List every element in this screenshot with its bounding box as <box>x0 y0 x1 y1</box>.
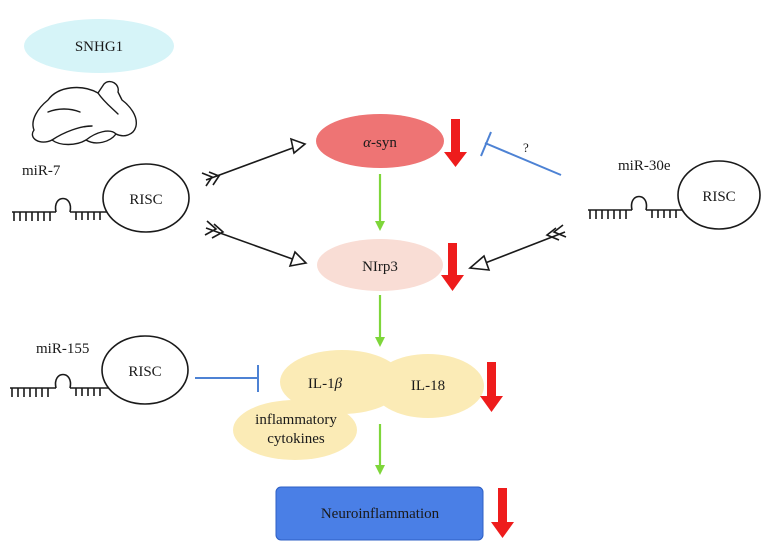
hand-icon <box>31 80 137 146</box>
mir30e-label: miR-30e <box>618 158 671 174</box>
cytokines-down-arrow <box>480 362 503 412</box>
unknown-inhibition-line <box>480 131 562 176</box>
il1b-node <box>280 350 404 414</box>
mir7-risc-label: RISC <box>129 192 162 208</box>
nlrp3-down-arrow <box>441 243 464 291</box>
il1b-label: IL-1β <box>308 376 343 392</box>
mir30e-risc <box>677 160 761 230</box>
mir7-complex: miR-7 RISC <box>12 163 190 233</box>
nlrp3-node: NIrp3 <box>317 239 443 291</box>
mir155-risc-label: RISC <box>128 364 161 380</box>
alpha-syn-node: α-syn <box>316 114 444 168</box>
neuroinflammation-label: Neuroinflammation <box>321 506 440 522</box>
inflammatory-cytokines-node <box>233 400 357 460</box>
mir7-label: miR-7 <box>22 163 61 179</box>
mir155-complex: miR-155 RISC <box>10 335 189 405</box>
il18-node <box>372 354 484 418</box>
neuroinflammation-node: Neuroinflammation <box>275 486 484 541</box>
mir30e-complex: miR-30e RISC <box>588 158 761 230</box>
inflammatory-cytokines-label-2: cytokines <box>267 431 325 447</box>
snhg1-node: SNHG1 <box>24 19 174 73</box>
mir7-to-nlrp3-arrow <box>204 220 308 268</box>
alpha-syn-label: α-syn <box>363 135 397 151</box>
nlrp3-label: NIrp3 <box>362 259 398 275</box>
cytokine-cluster <box>233 350 484 460</box>
mir7-to-alpha-syn-arrow <box>201 137 307 187</box>
downregulation-arrows <box>441 119 514 538</box>
unknown-inhibition-label: ? <box>523 140 529 155</box>
mir30e-risc-label: RISC <box>702 189 735 205</box>
alpha-syn-down-arrow <box>444 119 467 167</box>
mir30e-to-nlrp3-arrow <box>468 224 567 271</box>
mir155-inhibition-line <box>195 365 259 392</box>
snhg1-label: SNHG1 <box>75 39 123 55</box>
mir155-label: miR-155 <box>36 341 89 357</box>
inflammatory-cytokines-label-1: inflammatory <box>255 412 337 428</box>
il18-label: IL-18 <box>411 378 445 394</box>
mir7-risc <box>102 163 190 233</box>
neuroinflammation-down-arrow <box>491 488 514 538</box>
mir155-risc <box>101 335 189 405</box>
